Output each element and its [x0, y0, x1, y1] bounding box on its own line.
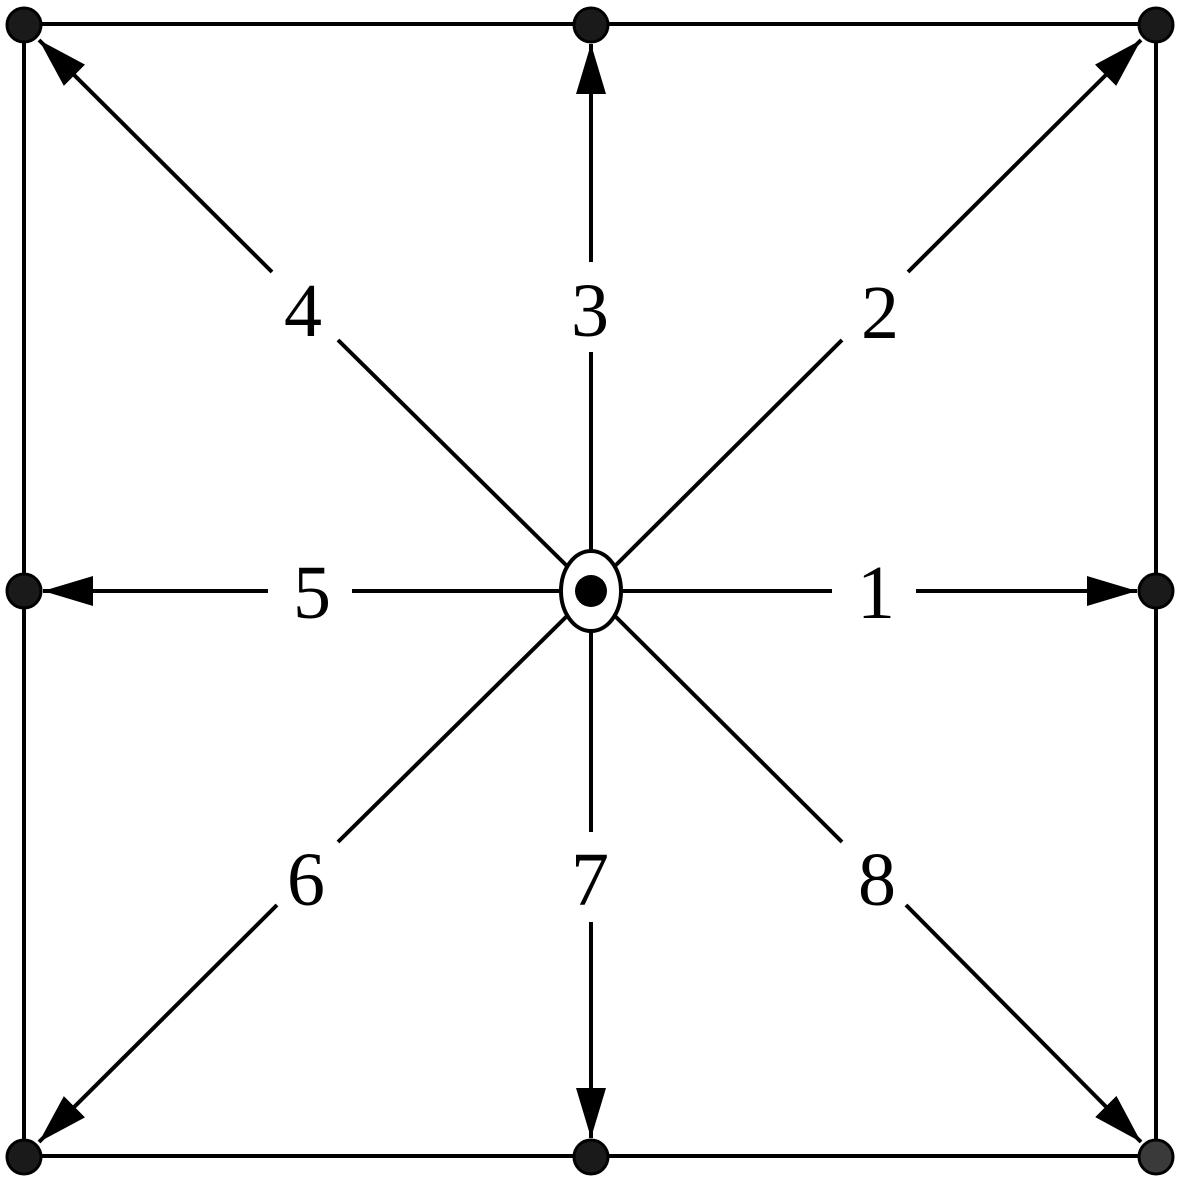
spoke-2-outer — [906, 38, 1143, 274]
node-east — [1137, 572, 1175, 610]
boundary-nodes — [5, 6, 1175, 1176]
direction-label-8: 8 — [858, 838, 896, 922]
spoke-8-inner — [612, 613, 844, 844]
spoke-6-inner — [336, 613, 570, 844]
node-south — [572, 1138, 610, 1176]
direction-label-7: 7 — [571, 838, 609, 922]
node-south-west — [5, 1138, 43, 1176]
direction-labels: 1 2 3 4 5 6 7 8 — [284, 269, 899, 922]
spoke-8-outer — [904, 903, 1143, 1144]
spoke-4-outer — [37, 38, 274, 274]
spoke-4-inner — [336, 338, 570, 569]
node-north-east — [1137, 6, 1175, 44]
node-west — [5, 572, 43, 610]
direction-label-6: 6 — [287, 838, 325, 922]
node-south-east — [1137, 1138, 1175, 1176]
center-dot — [575, 575, 607, 607]
direction-spokes — [37, 38, 1143, 1144]
direction-label-3: 3 — [571, 269, 609, 353]
center-point — [559, 549, 623, 633]
spoke-2-inner — [612, 338, 844, 569]
direction-label-5: 5 — [293, 551, 331, 635]
node-north-west — [5, 6, 43, 44]
direction-label-4: 4 — [284, 269, 322, 353]
node-north — [572, 6, 610, 44]
direction-label-2: 2 — [861, 271, 899, 355]
direction-label-1: 1 — [857, 551, 895, 635]
spoke-6-outer — [37, 903, 279, 1144]
